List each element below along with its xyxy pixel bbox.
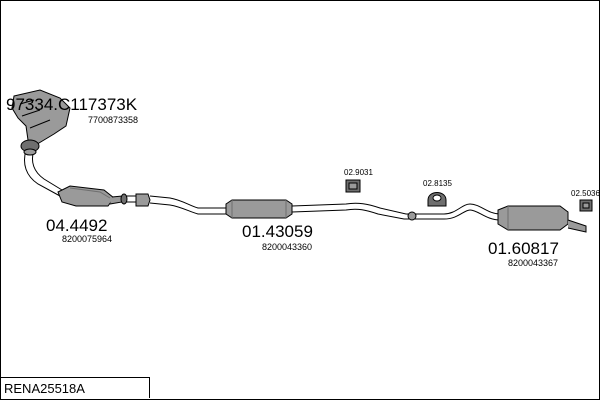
mount-1-part-number: 02.9031 (344, 168, 373, 177)
catalyst-part-number: 04.4492 (46, 216, 107, 235)
rubber-mount-2 (427, 192, 447, 207)
middle-pipe-part-number: 01.43059 (242, 222, 313, 241)
catalytic-converter (57, 185, 128, 207)
middle-pipe-oem-number: 8200043360 (262, 242, 312, 252)
exhaust-manifold (11, 89, 71, 153)
mount-3-part-number: 02.5036 (571, 189, 600, 198)
rear-silencer-oem-number: 8200043367 (508, 258, 558, 268)
rubber-mount-3 (579, 199, 593, 212)
mount-2-part-number: 02.8135 (423, 179, 452, 188)
down-pipe (23, 148, 63, 197)
diagram-code-box: RENA25518A (0, 377, 150, 398)
rear-silencer (497, 205, 587, 233)
catalyst-oem-number: 8200075964 (62, 234, 112, 244)
manifold-part-number: 97334.C117373K (6, 95, 138, 114)
manifold-oem-number: 7700873358 (88, 115, 138, 125)
middle-pipe (291, 202, 501, 221)
rear-silencer-part-number: 01.60817 (488, 239, 559, 258)
rubber-mount-1 (345, 179, 361, 193)
middle-silencer (225, 199, 293, 219)
diagram-code: RENA25518A (4, 381, 85, 396)
connector-pipe (126, 193, 226, 215)
